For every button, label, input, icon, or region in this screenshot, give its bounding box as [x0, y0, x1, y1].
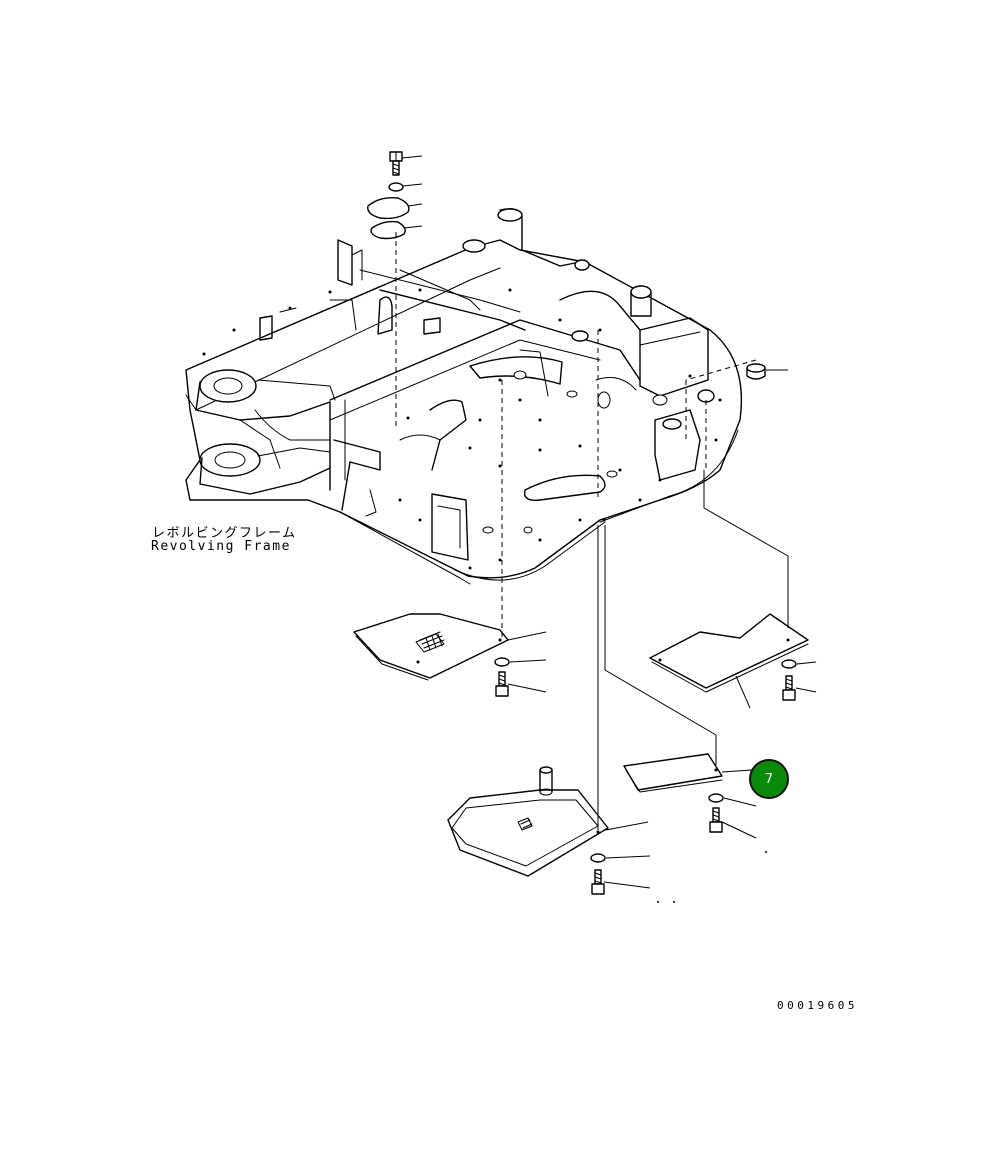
washer-icon [494, 657, 510, 667]
frame-label-english: Revolving Frame [151, 539, 291, 554]
washer-icon [388, 182, 404, 192]
vent-grille-icon [415, 631, 445, 653]
frame-bolt-holes [202, 288, 722, 570]
vent-grille-icon [517, 817, 533, 831]
bolt-icon [495, 671, 509, 697]
frame-label-japanese: レボルビングフレーム [152, 526, 297, 541]
undercover-plate-left [353, 613, 547, 697]
bolt-icon [389, 151, 403, 176]
bolt-icon [591, 869, 605, 895]
washer-icon [781, 659, 797, 669]
drawing-number: 00019605 [777, 999, 858, 1012]
cover-plate-icon [367, 196, 410, 220]
washer-icon [708, 793, 724, 803]
undercover-plate-small [623, 753, 767, 853]
bolt-icon [782, 675, 796, 701]
gasket-icon [370, 220, 406, 240]
bolt-icon [709, 807, 723, 833]
plug-cap-icon [746, 363, 788, 380]
undercover-plate-right [649, 613, 817, 709]
washer-icon [590, 853, 606, 863]
undercover-plate-bottom [447, 766, 675, 903]
part-callout-7[interactable]: 7 [749, 759, 789, 799]
part-callout-number: 7 [764, 771, 774, 787]
top-cover-assembly [367, 151, 423, 430]
revolving-frame [185, 208, 743, 585]
